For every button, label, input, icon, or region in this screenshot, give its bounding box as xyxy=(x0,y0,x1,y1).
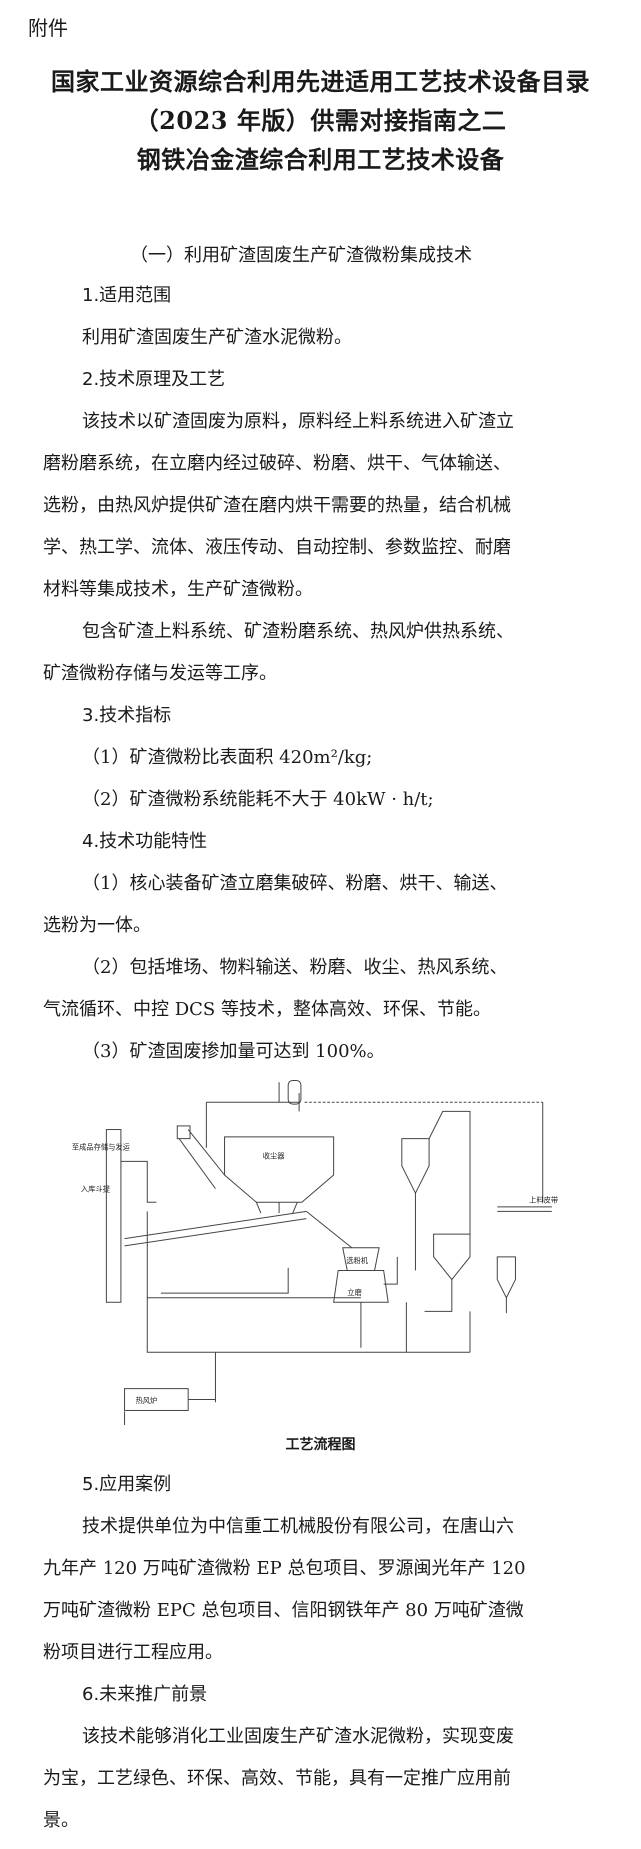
indicator-line-1: （1）矿渣微粉比表面积 420m²/kg; xyxy=(82,747,373,768)
feature-line-1: （1）核心装备矿渣立磨集破碎、粉磨、烘干、输送、 xyxy=(82,873,508,894)
label-separator: 选粉机 xyxy=(346,1256,369,1265)
prospect-line-3: 景。 xyxy=(43,1810,79,1831)
prospect-line-1: 该技术能够消化工业固废生产矿渣水泥微粉，实现变废 xyxy=(82,1726,514,1747)
case-line-3: 万吨矿渣微粉 EPC 总包项目、信阳钢铁年产 80 万吨矿渣微 xyxy=(43,1600,524,1621)
label-storage: 至成品存储与发运 xyxy=(72,1143,131,1152)
scope-text: 利用矿渣固废生产矿渣水泥微粉。 xyxy=(82,327,352,348)
attachment-label: 附件 xyxy=(28,16,68,40)
principle-line-7: 矿渣微粉存储与发运等工序。 xyxy=(43,663,277,684)
principle-line-6: 包含矿渣上料系统、矿渣粉磨系统、热风炉供热系统、 xyxy=(82,621,514,642)
heading-principle: 2.技术原理及工艺 xyxy=(82,369,226,390)
feature-line-5: （3）矿渣固废掺加量可达到 100%。 xyxy=(82,1041,385,1062)
doc-title-line-2: （2023 年版）供需对接指南之二 xyxy=(134,106,507,135)
cyclone-1 xyxy=(401,1138,430,1195)
doc-title-line-3: 钢铁冶金渣综合利用工艺技术设备 xyxy=(136,145,505,174)
figure-caption: 工艺流程图 xyxy=(285,1437,356,1453)
label-vertical-mill: 立磨 xyxy=(347,1288,362,1297)
cyclone-3 xyxy=(496,1256,516,1299)
heading-features: 4.技术功能特性 xyxy=(82,831,208,852)
case-line-2: 九年产 120 万吨矿渣微粉 EP 总包项目、罗源闽光年产 120 xyxy=(43,1558,526,1579)
heading-prospects: 6.未来推广前景 xyxy=(82,1684,208,1705)
dust-collector-body xyxy=(224,1136,335,1203)
heading-scope: 1.适用范围 xyxy=(82,285,172,306)
case-line-1: 技术提供单位为中信重工机械股份有限公司，在唐山六 xyxy=(82,1516,514,1537)
process-flow-diagram: 至成品存储与发运 入库斗提 收尘器 选粉机 立磨 热风炉 上料皮带 xyxy=(72,1079,558,1425)
section-heading: （一）利用矿渣固废生产矿渣微粉集成技术 xyxy=(130,245,472,266)
feature-line-4: 气流循环、中控 DCS 等技术，整体高效、环保、节能。 xyxy=(43,999,491,1020)
heading-indicators: 3.技术指标 xyxy=(82,705,172,726)
label-warehouse-lift: 入库斗提 xyxy=(81,1184,111,1193)
heading-cases: 5.应用案例 xyxy=(82,1474,172,1495)
bucket-elevator xyxy=(105,1129,122,1303)
stack-tank xyxy=(287,1079,302,1105)
principle-line-1: 该技术以矿渣固废为原料，原料经上料系统进入矿渣立 xyxy=(82,411,514,432)
doc-title-line-1: 国家工业资源综合利用先进适用工艺技术设备目录 xyxy=(51,67,590,96)
principle-line-5: 材料等集成技术，生产矿渣微粉。 xyxy=(43,579,313,600)
mill-body xyxy=(333,1269,389,1303)
prospect-line-2: 为宝，工艺绿色、环保、高效、节能，具有一定推广应用前 xyxy=(43,1768,511,1789)
principle-line-3: 选粉，由热风炉提供矿渣在磨内烘干需要的热量，结合机械 xyxy=(43,495,511,516)
label-feeding-belt: 上料皮带 xyxy=(529,1195,558,1204)
principle-line-2: 磨粉磨系统，在立磨内经过破碎、粉磨、烘干、气体输送、 xyxy=(43,453,511,474)
label-hot-air-furnace: 热风炉 xyxy=(135,1396,157,1405)
label-dust-collector: 收尘器 xyxy=(263,1152,286,1161)
case-line-4: 粉项目进行工程应用。 xyxy=(43,1642,223,1663)
feature-line-3: （2）包括堆场、物料输送、粉磨、收尘、热风系统、 xyxy=(82,957,508,978)
cyclone-2 xyxy=(433,1233,471,1281)
feature-line-2: 选粉为一体。 xyxy=(43,915,151,936)
principle-line-4: 学、热工学、流体、液压传动、自动控制、参数监控、耐磨 xyxy=(43,537,511,558)
indicator-line-2: （2）矿渣微粉系统能耗不大于 40kW · h/t; xyxy=(82,789,434,810)
